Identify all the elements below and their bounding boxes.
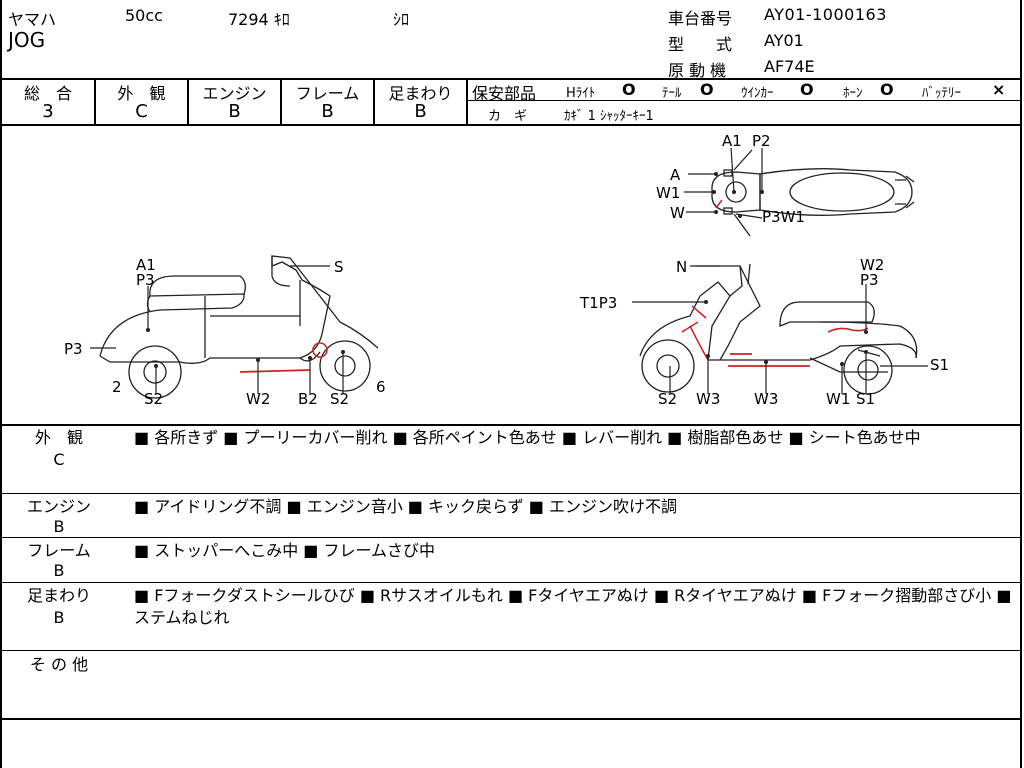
label-w3b-right: W3 [754, 390, 778, 408]
label-p3-left-side: P3 [64, 340, 83, 358]
grid-line [0, 650, 1022, 651]
grade-frame-value: B [321, 101, 334, 122]
grid-line [0, 124, 1022, 126]
remark-suspension-category: 足まわり [26, 586, 91, 605]
label-6-left: 6 [376, 378, 386, 396]
label-2-left: 2 [112, 378, 122, 396]
grid-line [466, 78, 468, 125]
safety-tail-label: ﾃｰﾙ [662, 86, 682, 101]
label-p2-top: P2 [752, 132, 771, 150]
top-view-scooter [711, 149, 915, 237]
label-s2-right: S2 [658, 390, 677, 408]
label-t1p3-right: T1P3 [579, 294, 617, 312]
key-value: ｶｷﾞ 1 ｼｬｯﾀｰｷｰ1 [564, 109, 654, 124]
remark-engine-grade: B [53, 517, 65, 536]
safety-horn-mark: O [880, 80, 894, 99]
leader-dots [146, 172, 868, 368]
remark-exterior-category: 外 観 [34, 428, 83, 447]
label-w-top: W [670, 204, 685, 222]
remark-frame-text: ■ ストッパーへこみ中 ■ フレームさび中 [134, 541, 436, 560]
safety-tail-mark: O [700, 80, 714, 99]
maker: ヤマハ [8, 10, 57, 29]
damage-diagram: A1 P2 A W1 W P3W1 A1 P3 S P3 2 S2 W2 B2 … [64, 132, 949, 408]
remark-other-category: そ の 他 [29, 655, 89, 674]
frame-no-label: 車台番号 [668, 9, 733, 28]
grid-line [0, 582, 1022, 583]
label-s2-left: S2 [144, 390, 163, 408]
engine-value: AF74E [764, 57, 815, 76]
grid-line [187, 78, 189, 125]
label-s1-right: S1 [930, 356, 949, 374]
grade-engine-label: エンジン [202, 84, 267, 103]
key-label: カ ギ [488, 109, 528, 124]
label-a1-top: A1 [722, 132, 742, 150]
safety-winker-label: ｳｲﾝｶｰ [741, 86, 774, 101]
grid-line [0, 493, 1022, 494]
label-w1-right: W1 [826, 390, 850, 408]
label-n-right: N [676, 258, 687, 276]
model-name: JOG [8, 28, 46, 52]
safety-battery-mark: × [992, 80, 1006, 99]
border-right [1020, 0, 1022, 768]
grade-suspension-value: B [414, 101, 427, 122]
safety-label: 保安部品 [472, 84, 537, 103]
frame-no: AY01-1000163 [764, 5, 887, 24]
safety-headlight-label: Hﾗｲﾄ [566, 86, 596, 101]
label-s-left: S [334, 258, 344, 276]
grade-exterior-label: 外 観 [117, 84, 166, 103]
safety-headlight-mark: O [622, 80, 636, 99]
label-p3-left-top: P3 [136, 271, 155, 289]
grade-exterior-value: C [135, 101, 148, 122]
displacement: 50cc [125, 6, 163, 25]
grade-overall-value: 3 [42, 101, 54, 122]
grade-overall-label: 総 合 [23, 84, 72, 103]
border-left [0, 0, 2, 768]
safety-battery-label: ﾊﾞｯﾃﾘｰ [922, 86, 961, 101]
label-w3a-right: W3 [696, 390, 720, 408]
type-value: AY01 [764, 31, 804, 50]
grid-line [0, 537, 1022, 538]
safety-winker-mark: O [800, 80, 814, 99]
grid-line [373, 78, 375, 125]
leader-lines [90, 147, 928, 394]
grade-engine-value: B [228, 101, 241, 122]
grid-line [0, 78, 1022, 80]
type-label: 型 式 [668, 35, 733, 54]
remark-engine-text: ■ アイドリング不調 ■ エンジン音小 ■ キック戻らず ■ エンジン吹け不調 [134, 497, 677, 516]
label-a1-left: A1 [136, 256, 156, 274]
label-a-top: A [670, 166, 681, 184]
grid-line [280, 78, 282, 125]
label-s2b-left: S2 [330, 390, 349, 408]
mileage: 7294 ｷﾛ [228, 10, 290, 29]
grid-line [0, 424, 1022, 426]
label-p3-right: P3 [860, 271, 879, 289]
remark-exterior-grade: C [53, 450, 65, 469]
remark-exterior-text: ■ 各所きず ■ プーリーカバー削れ ■ 各所ペイント色あせ ■ レバー削れ ■… [134, 428, 921, 447]
safety-horn-label: ﾎｰﾝ [843, 86, 863, 101]
remark-suspension-grade: B [53, 608, 65, 627]
color: ｼﾛ [393, 10, 410, 29]
grade-frame-label: フレーム [295, 84, 360, 103]
grid-line [94, 78, 96, 125]
engine-label: 原 動 機 [668, 61, 727, 80]
grid-line [0, 718, 1022, 720]
grade-suspension-label: 足まわり [388, 84, 453, 103]
remark-frame-grade: B [53, 561, 65, 580]
remark-suspension-text: ■ Fフォークダストシールひび ■ Rサスオイルもれ ■ Fタイヤエアぬけ ■ … [134, 586, 1012, 627]
right-side-scooter [639, 263, 918, 395]
label-b2-left: B2 [298, 390, 318, 408]
label-p3w1-top: P3W1 [762, 208, 805, 226]
remark-engine-category: エンジン [26, 497, 91, 516]
remark-frame-category: フレーム [27, 541, 91, 560]
label-w2-left: W2 [246, 390, 270, 408]
label-w1-top: W1 [656, 184, 680, 202]
grid-line [466, 100, 1022, 101]
label-w2-right: W2 [860, 256, 884, 274]
label-s1b-right: S1 [856, 390, 875, 408]
